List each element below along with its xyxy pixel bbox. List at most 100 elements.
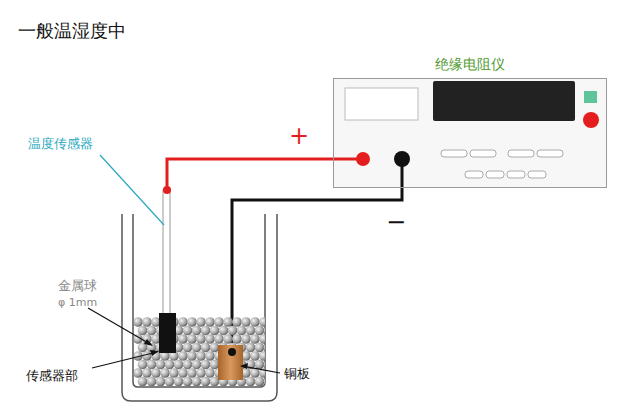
metal-ball — [134, 368, 143, 378]
metal-ball — [183, 377, 193, 386]
metal-ball — [178, 317, 188, 327]
sensor-part — [159, 313, 176, 353]
metal-ball — [205, 351, 215, 361]
metal-ball — [205, 334, 215, 344]
metal-ball — [264, 343, 265, 353]
metal-ball — [210, 360, 220, 370]
metal-ball — [223, 334, 233, 344]
meter-lamp — [584, 91, 597, 103]
metal-ball — [223, 317, 233, 327]
meter-body — [333, 78, 607, 188]
metal-ball — [214, 317, 224, 327]
minus-sign: − — [386, 208, 406, 237]
metal-ball — [151, 368, 161, 378]
metal-ball — [237, 326, 247, 336]
plate-contact — [228, 348, 236, 356]
metal-ball — [174, 377, 184, 386]
leader-line — [92, 352, 157, 368]
metal-balls — [134, 317, 265, 386]
sensor-part-label: 传感器部 — [26, 368, 78, 384]
metal-ball — [259, 317, 265, 327]
meter-window — [345, 88, 418, 120]
metal-ball — [178, 368, 188, 378]
sensor-label: 温度传感器 — [28, 136, 93, 152]
metal-ball — [246, 326, 256, 336]
metal-ball — [138, 360, 148, 370]
beaker-inner — [133, 214, 265, 387]
metal-ball — [134, 317, 143, 327]
metal-ball — [241, 317, 251, 327]
metal-ball — [156, 377, 166, 386]
metal-ball — [246, 377, 256, 386]
metal-ball — [214, 334, 224, 344]
ball-size: φ 1mm — [58, 296, 97, 309]
metal-ball — [201, 377, 211, 386]
plus-sign: + — [289, 122, 309, 151]
metal-ball — [201, 360, 211, 370]
metal-ball — [228, 326, 238, 336]
metal-ball — [232, 334, 242, 344]
sensor-top — [163, 186, 171, 194]
metal-ball — [264, 377, 265, 386]
metal-ball — [210, 326, 220, 336]
metal-ball — [196, 368, 206, 378]
metal-ball — [160, 368, 170, 378]
beaker-outer — [122, 214, 277, 401]
meter-keys — [441, 150, 563, 178]
metal-ball — [183, 360, 193, 370]
leader-arrow — [240, 363, 248, 369]
metal-ball — [147, 360, 157, 370]
metal-ball — [201, 326, 211, 336]
metal-ball — [138, 377, 148, 386]
metal-ball — [219, 326, 229, 336]
copper-plate — [218, 345, 243, 380]
title: 一般温湿度中 — [18, 20, 126, 42]
metal-ball — [183, 343, 193, 353]
metal-ball — [165, 360, 175, 370]
leader-arrow — [144, 339, 153, 346]
metal-ball — [210, 343, 220, 353]
copper-label: 铜板 — [284, 366, 310, 382]
metal-ball — [169, 368, 179, 378]
metal-ball — [255, 343, 265, 353]
metal-ball — [196, 334, 206, 344]
metal-ball — [192, 343, 202, 353]
metal-ball — [205, 317, 215, 327]
minus-terminal — [394, 151, 410, 167]
ball-label: 金属球 — [58, 278, 97, 294]
metal-ball — [142, 368, 152, 378]
metal-ball — [183, 326, 193, 336]
metal-ball — [196, 317, 206, 327]
metal-ball — [178, 351, 188, 361]
leader-line — [88, 308, 150, 344]
leader-line — [100, 155, 164, 225]
meter-box: 绝缘电阻仪 — [333, 78, 607, 188]
metal-ball — [192, 377, 202, 386]
metal-ball — [246, 343, 256, 353]
metal-ball — [255, 360, 265, 370]
meter-display — [433, 81, 575, 121]
metal-ball — [205, 368, 215, 378]
metal-ball — [264, 326, 265, 336]
metal-ball — [250, 317, 260, 327]
metal-ball — [165, 377, 175, 386]
metal-ball — [196, 351, 206, 361]
metal-ball — [142, 351, 152, 361]
metal-ball — [259, 351, 265, 361]
plus-terminal — [356, 152, 370, 166]
metal-ball — [250, 368, 260, 378]
metal-ball — [210, 377, 220, 386]
metal-ball — [232, 317, 242, 327]
metal-ball — [187, 368, 197, 378]
metal-ball — [178, 334, 188, 344]
metal-ball — [187, 351, 197, 361]
sensor-tube — [163, 190, 170, 315]
metal-ball — [201, 343, 211, 353]
metal-ball — [187, 317, 197, 327]
meter-button — [583, 112, 599, 128]
metal-ball — [241, 334, 251, 344]
metal-ball — [250, 351, 260, 361]
meter-label: 绝缘电阻仪 — [334, 56, 606, 74]
